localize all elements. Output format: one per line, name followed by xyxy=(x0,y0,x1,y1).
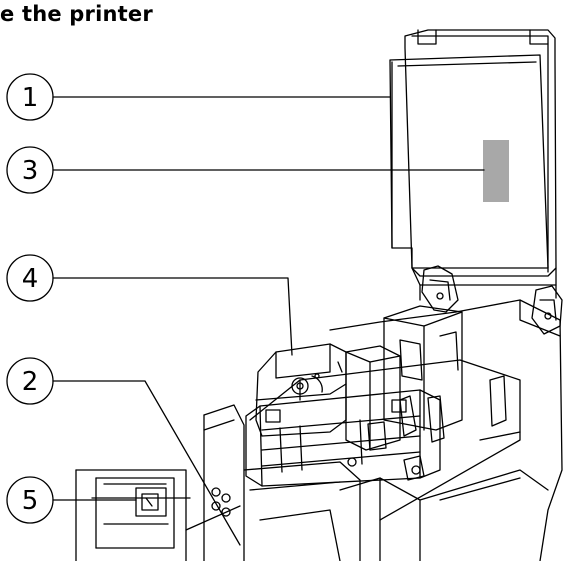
callout-4: 4 xyxy=(6,254,293,356)
page-heading: e the printer xyxy=(0,2,153,26)
print-mechanism xyxy=(245,389,445,487)
power-switch-inset xyxy=(75,469,191,561)
media-guide xyxy=(345,305,521,451)
top-cover xyxy=(389,29,557,301)
callout-4-label: 4 xyxy=(22,264,39,294)
callout-2: 2 xyxy=(6,357,241,546)
callout-1: 1 xyxy=(6,73,391,121)
callout-5-label: 5 xyxy=(22,486,39,516)
callout-1-label: 1 xyxy=(22,83,39,113)
ribbon-cartridge xyxy=(255,343,347,437)
label-window xyxy=(483,140,509,202)
printer-body xyxy=(203,299,563,561)
callout-2-label: 2 xyxy=(22,367,39,397)
callout-3-label: 3 xyxy=(22,156,39,186)
callout-3: 3 xyxy=(6,146,485,194)
callout-5: 5 xyxy=(6,476,241,531)
